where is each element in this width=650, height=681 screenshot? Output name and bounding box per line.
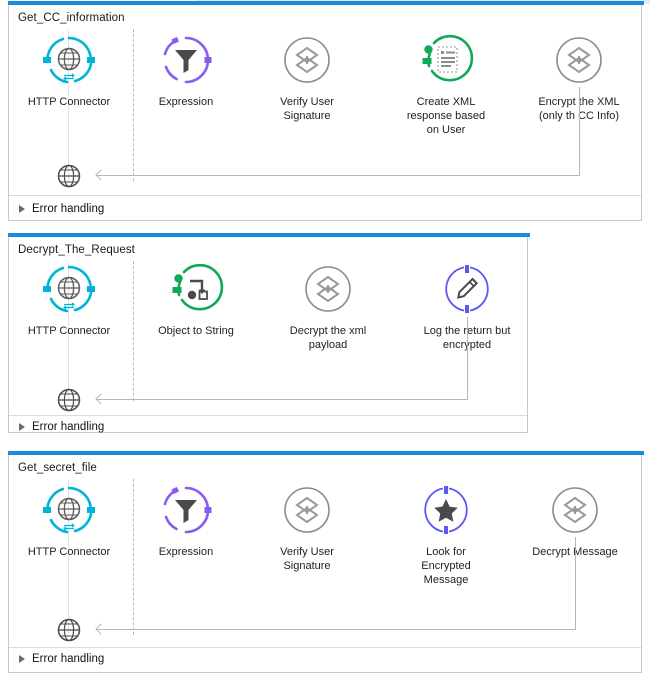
logger-ring (439, 261, 495, 317)
flow-accent-bar (8, 1, 644, 5)
transform-ring (168, 261, 224, 317)
error-handling-label: Error handling (32, 421, 105, 433)
flow-node-log-the-return[interactable]: Log the return but encrypted (412, 261, 522, 352)
flow-node-label: Create XML response based on User (406, 96, 486, 136)
error-handling-divider (9, 415, 527, 416)
star-icon (424, 486, 468, 534)
flow-accent-bar (8, 451, 644, 455)
flow-node-label: Look for Encrypted Message (421, 546, 471, 586)
security-ring (300, 261, 356, 317)
flow-node-label: Decrypt Message (532, 546, 618, 558)
globe-icon (43, 486, 95, 534)
flow-node-label: Decrypt the xml payload (289, 325, 367, 351)
flow-node-expression[interactable]: Expression (131, 482, 241, 559)
flow-title: Get_secret_file (18, 462, 97, 474)
flow-node-label: Log the return but encrypted (423, 325, 511, 351)
filter-icon (163, 36, 212, 84)
return-globe[interactable] (56, 617, 82, 643)
logger-star-ring (418, 482, 474, 538)
security-ring (279, 32, 335, 88)
flow-node-label: Expression (158, 96, 214, 108)
flow-accent-bar (8, 233, 530, 237)
flow-title: Get_CC_information (18, 12, 125, 24)
chevron-right-icon (19, 205, 25, 213)
flow-node-decrypt-message[interactable]: Decrypt Message (520, 482, 630, 559)
error-handling-toggle[interactable]: Error handling (19, 421, 104, 433)
flow-node-object-to-string[interactable]: Object to String (141, 261, 251, 338)
globe-icon (43, 36, 95, 84)
error-handling-toggle[interactable]: Error handling (19, 203, 104, 215)
flow-node-expression[interactable]: Expression (131, 32, 241, 109)
http-connector-ring (41, 482, 97, 538)
flow-node-encrypt-the-xml[interactable]: Encrypt the XML (only th CC Info) (524, 32, 634, 123)
flow-node-create-xml-response[interactable]: Create XML response based on User (391, 32, 501, 137)
flow-node-label: HTTP Connector (27, 325, 111, 337)
chevron-right-icon (19, 655, 25, 663)
flow-node-label: Verify User Signature (280, 546, 334, 572)
security-ring (547, 482, 603, 538)
pencil-icon (445, 265, 489, 313)
flow-node-look-for-encrypted-message[interactable]: Look for Encrypted Message (391, 482, 501, 587)
error-handling-label: Error handling (32, 203, 105, 215)
return-globe[interactable] (56, 163, 82, 189)
flow-node-label: HTTP Connector (27, 546, 111, 558)
source-separator (133, 29, 134, 181)
flow-node-label: Object to String (158, 325, 234, 337)
flow-node-verify-user-signature[interactable]: Verify User Signature (252, 482, 362, 573)
source-separator (133, 261, 134, 401)
http-connector-ring (41, 32, 97, 88)
chevron-right-icon (19, 423, 25, 431)
flow-node-label: Encrypt the XML (only th CC Info) (538, 96, 620, 122)
error-handling-toggle[interactable]: Error handling (19, 653, 104, 665)
security-ring (279, 482, 335, 538)
flow-card-get-secret-file[interactable]: Get_secret_file (8, 451, 644, 673)
error-handling-divider (9, 195, 641, 196)
security-diamond-icon (284, 37, 330, 83)
http-connector-ring (41, 261, 97, 317)
transform-ring (418, 32, 474, 88)
source-column-guide (68, 479, 69, 635)
source-column-guide (68, 29, 69, 181)
filter-icon (163, 486, 212, 534)
globe-icon (57, 618, 81, 642)
expression-ring (158, 482, 214, 538)
source-separator (133, 479, 134, 635)
flow-node-verify-user-signature[interactable]: Verify User Signature (252, 32, 362, 123)
security-ring (551, 32, 607, 88)
object-transform-icon (172, 263, 224, 311)
source-column-guide (68, 261, 69, 401)
return-globe[interactable] (56, 387, 82, 413)
error-handling-divider (9, 647, 641, 648)
flow-card-get-cc-information[interactable]: Get_CC_information (8, 1, 644, 221)
security-diamond-icon (552, 487, 598, 533)
error-handling-label: Error handling (32, 653, 105, 665)
security-diamond-icon (556, 37, 602, 83)
expression-ring (158, 32, 214, 88)
flow-node-http-connector[interactable]: HTTP Connector (14, 482, 124, 559)
flow-title: Decrypt_The_Request (18, 244, 135, 256)
flow-card-decrypt-the-request[interactable]: Decrypt_The_Request (8, 233, 530, 433)
flow-node-label: Verify User Signature (280, 96, 334, 122)
security-diamond-icon (284, 487, 330, 533)
document-lines-icon (422, 34, 474, 82)
flow-node-decrypt-the-xml-payload[interactable]: Decrypt the xml payload (273, 261, 383, 352)
flow-node-label: Expression (158, 546, 214, 558)
flow-node-http-connector[interactable]: HTTP Connector (14, 261, 124, 338)
globe-icon (57, 388, 81, 412)
flow-node-http-connector[interactable]: HTTP Connector (14, 32, 124, 109)
globe-icon (57, 164, 81, 188)
security-diamond-icon (305, 266, 351, 312)
flow-node-label: HTTP Connector (27, 96, 111, 108)
globe-icon (43, 265, 95, 313)
